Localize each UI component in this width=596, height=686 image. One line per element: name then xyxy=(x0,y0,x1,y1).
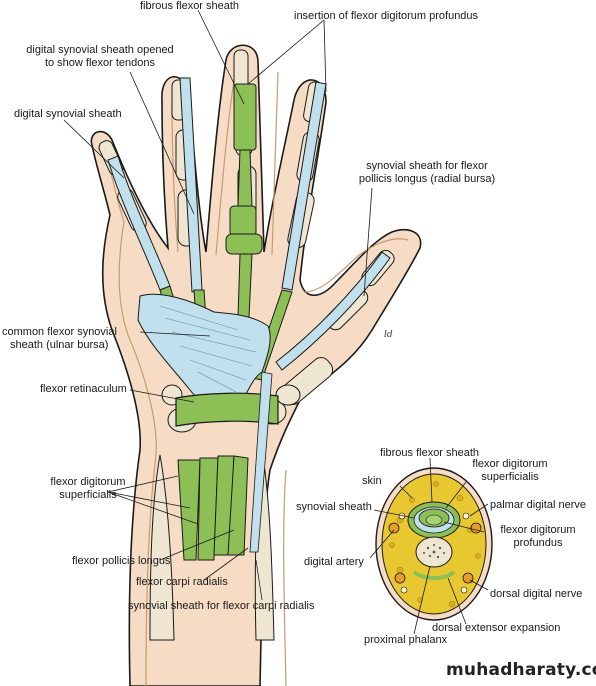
section-label-dorsal-digital-nerve: dorsal digital nerve xyxy=(490,588,583,600)
fcr-sheath xyxy=(249,371,273,553)
label-digital-synovial-sheath: digital synovial sheath xyxy=(14,108,122,120)
illustrator-signature: ld xyxy=(384,330,393,340)
label-flexor-carpi-radialis: flexor carpi radialis xyxy=(136,576,228,588)
section-label-skin: skin xyxy=(362,475,382,487)
label-flexor-pollicis-longus: flexor pollicis longus xyxy=(72,555,171,567)
section-label-proximal-phalanx: proximal phalanx xyxy=(364,634,448,646)
digital-arteries xyxy=(388,522,482,584)
section-leader-lines xyxy=(369,457,489,635)
section-label-palmar-digital-nerve: palmar digital nerve xyxy=(490,499,586,511)
label-fibrous-flexor-sheath: fibrous flexor sheath xyxy=(140,0,240,12)
ulnar-bursa-striations xyxy=(159,305,257,393)
fdp-tendon xyxy=(425,514,443,526)
middle-finger-fibrous-sheath xyxy=(225,83,263,255)
digital-nerves xyxy=(398,512,470,594)
label-ulnar-bursa-line1: common flexor synovial xyxy=(2,326,117,338)
label-sheath-fcr: synovial sheath for flexor carpi radiali… xyxy=(128,600,315,612)
label-digital-sheath-opened-line2: to show flexor tendons xyxy=(44,57,156,69)
finger-cross-section xyxy=(375,467,493,621)
label-radial-bursa-line2: pollicis longus (radial bursa) xyxy=(358,173,496,185)
label-fds-line1: flexor digitorum xyxy=(50,476,126,488)
section-label-fdp-line2: profundus xyxy=(513,537,563,549)
section-label-fds-line1: flexor digitorum xyxy=(472,458,548,470)
watermark: muhadharaty.com xyxy=(446,660,596,680)
label-ulnar-bursa-line2: sheath (ulnar bursa) xyxy=(10,339,109,351)
extensor-expansion xyxy=(412,570,456,580)
label-radial-bursa-line1: synovial sheath for flexor xyxy=(366,160,488,172)
section-label-fibrous-flexor-sheath: fibrous flexor sheath xyxy=(380,447,480,459)
digital-synovial-sheaths xyxy=(107,77,391,371)
section-label-fds-line2: superficialis xyxy=(481,471,539,483)
flexor-retinaculum-band xyxy=(175,392,279,427)
label-insertion-fdp: insertion of flexor digitorum profundus xyxy=(294,10,479,22)
flexor-tendon xyxy=(237,149,253,207)
section-label-fdp-line1: flexor digitorum xyxy=(500,524,576,536)
section-label-dorsal-extensor-expansion: dorsal extensor expansion xyxy=(432,622,561,634)
leader-lines xyxy=(63,9,373,601)
label-digital-sheath-opened-line1: digital synovial sheath opened xyxy=(26,44,174,56)
label-flexor-retinaculum: flexor retinaculum xyxy=(40,383,127,395)
label-fds-line2: superficialis xyxy=(59,489,117,501)
section-label-synovial-sheath: synovial sheath xyxy=(296,501,372,513)
section-label-digital-artery: digital artery xyxy=(304,556,364,568)
